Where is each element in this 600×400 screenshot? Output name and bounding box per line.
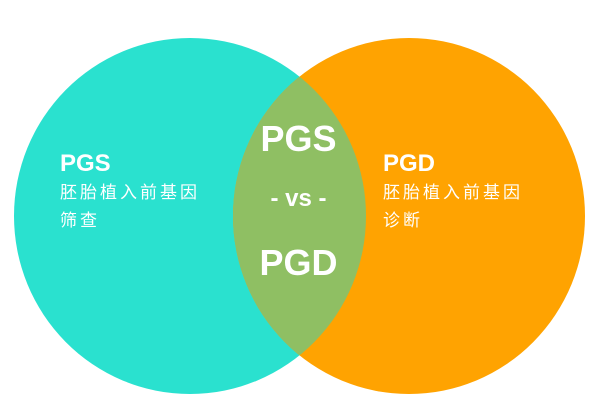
left-title: PGS bbox=[60, 150, 111, 177]
left-desc-line2: 筛查 bbox=[60, 211, 100, 231]
center-vs-label: - vs - bbox=[270, 185, 327, 212]
overlap-region bbox=[233, 38, 366, 394]
center-top-label: PGS bbox=[260, 118, 337, 159]
center-bottom-label: PGD bbox=[259, 242, 338, 283]
left-desc-line1: 胚胎植入前基因 bbox=[60, 183, 200, 203]
right-title: PGD bbox=[383, 150, 436, 177]
right-desc-line2: 诊断 bbox=[383, 211, 423, 231]
right-desc-line1: 胚胎植入前基因 bbox=[383, 183, 523, 203]
